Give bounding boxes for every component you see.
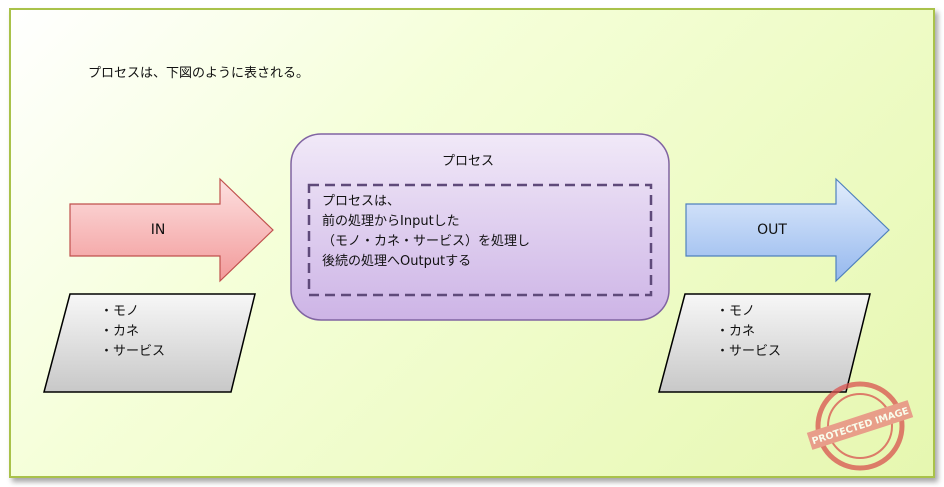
list-item: ・モノ: [716, 304, 756, 319]
in-arrow-label: IN: [150, 222, 166, 238]
process-title: プロセス: [441, 154, 495, 169]
list-item: ・カネ: [716, 324, 756, 339]
list-item: ・サービス: [100, 344, 166, 359]
list-item: ・モノ: [100, 304, 140, 319]
output-items-list: ・モノ ・カネ ・サービス: [716, 302, 781, 362]
output-data-shape: [658, 293, 871, 393]
process-line: プロセスは、: [322, 194, 401, 209]
list-item: ・カネ: [100, 324, 140, 339]
process-line: （モノ・カネ・サービス）を処理し: [322, 234, 531, 249]
process-description: プロセスは、 前の処理からInputした （モノ・カネ・サービス）を処理し 後続…: [322, 192, 530, 272]
protected-image-stamp: PROTECTED IMAGE: [806, 381, 914, 471]
process-inner-dashed-box: [307, 183, 653, 297]
process-box-shape: [290, 133, 670, 321]
input-data-shape: [43, 293, 256, 393]
process-line: 後続の処理へOutputする: [322, 254, 472, 269]
list-item: ・サービス: [716, 344, 782, 359]
diagram-caption: プロセスは、下図のように表される。: [88, 66, 310, 81]
process-line: 前の処理からInputした: [322, 214, 460, 229]
out-arrow-label: OUT: [757, 222, 787, 238]
out-arrow-shape: [685, 177, 890, 283]
input-items-list: ・モノ ・カネ ・サービス: [100, 302, 165, 362]
in-arrow-shape: [69, 177, 274, 283]
stamp-text: PROTECTED IMAGE: [811, 406, 911, 448]
